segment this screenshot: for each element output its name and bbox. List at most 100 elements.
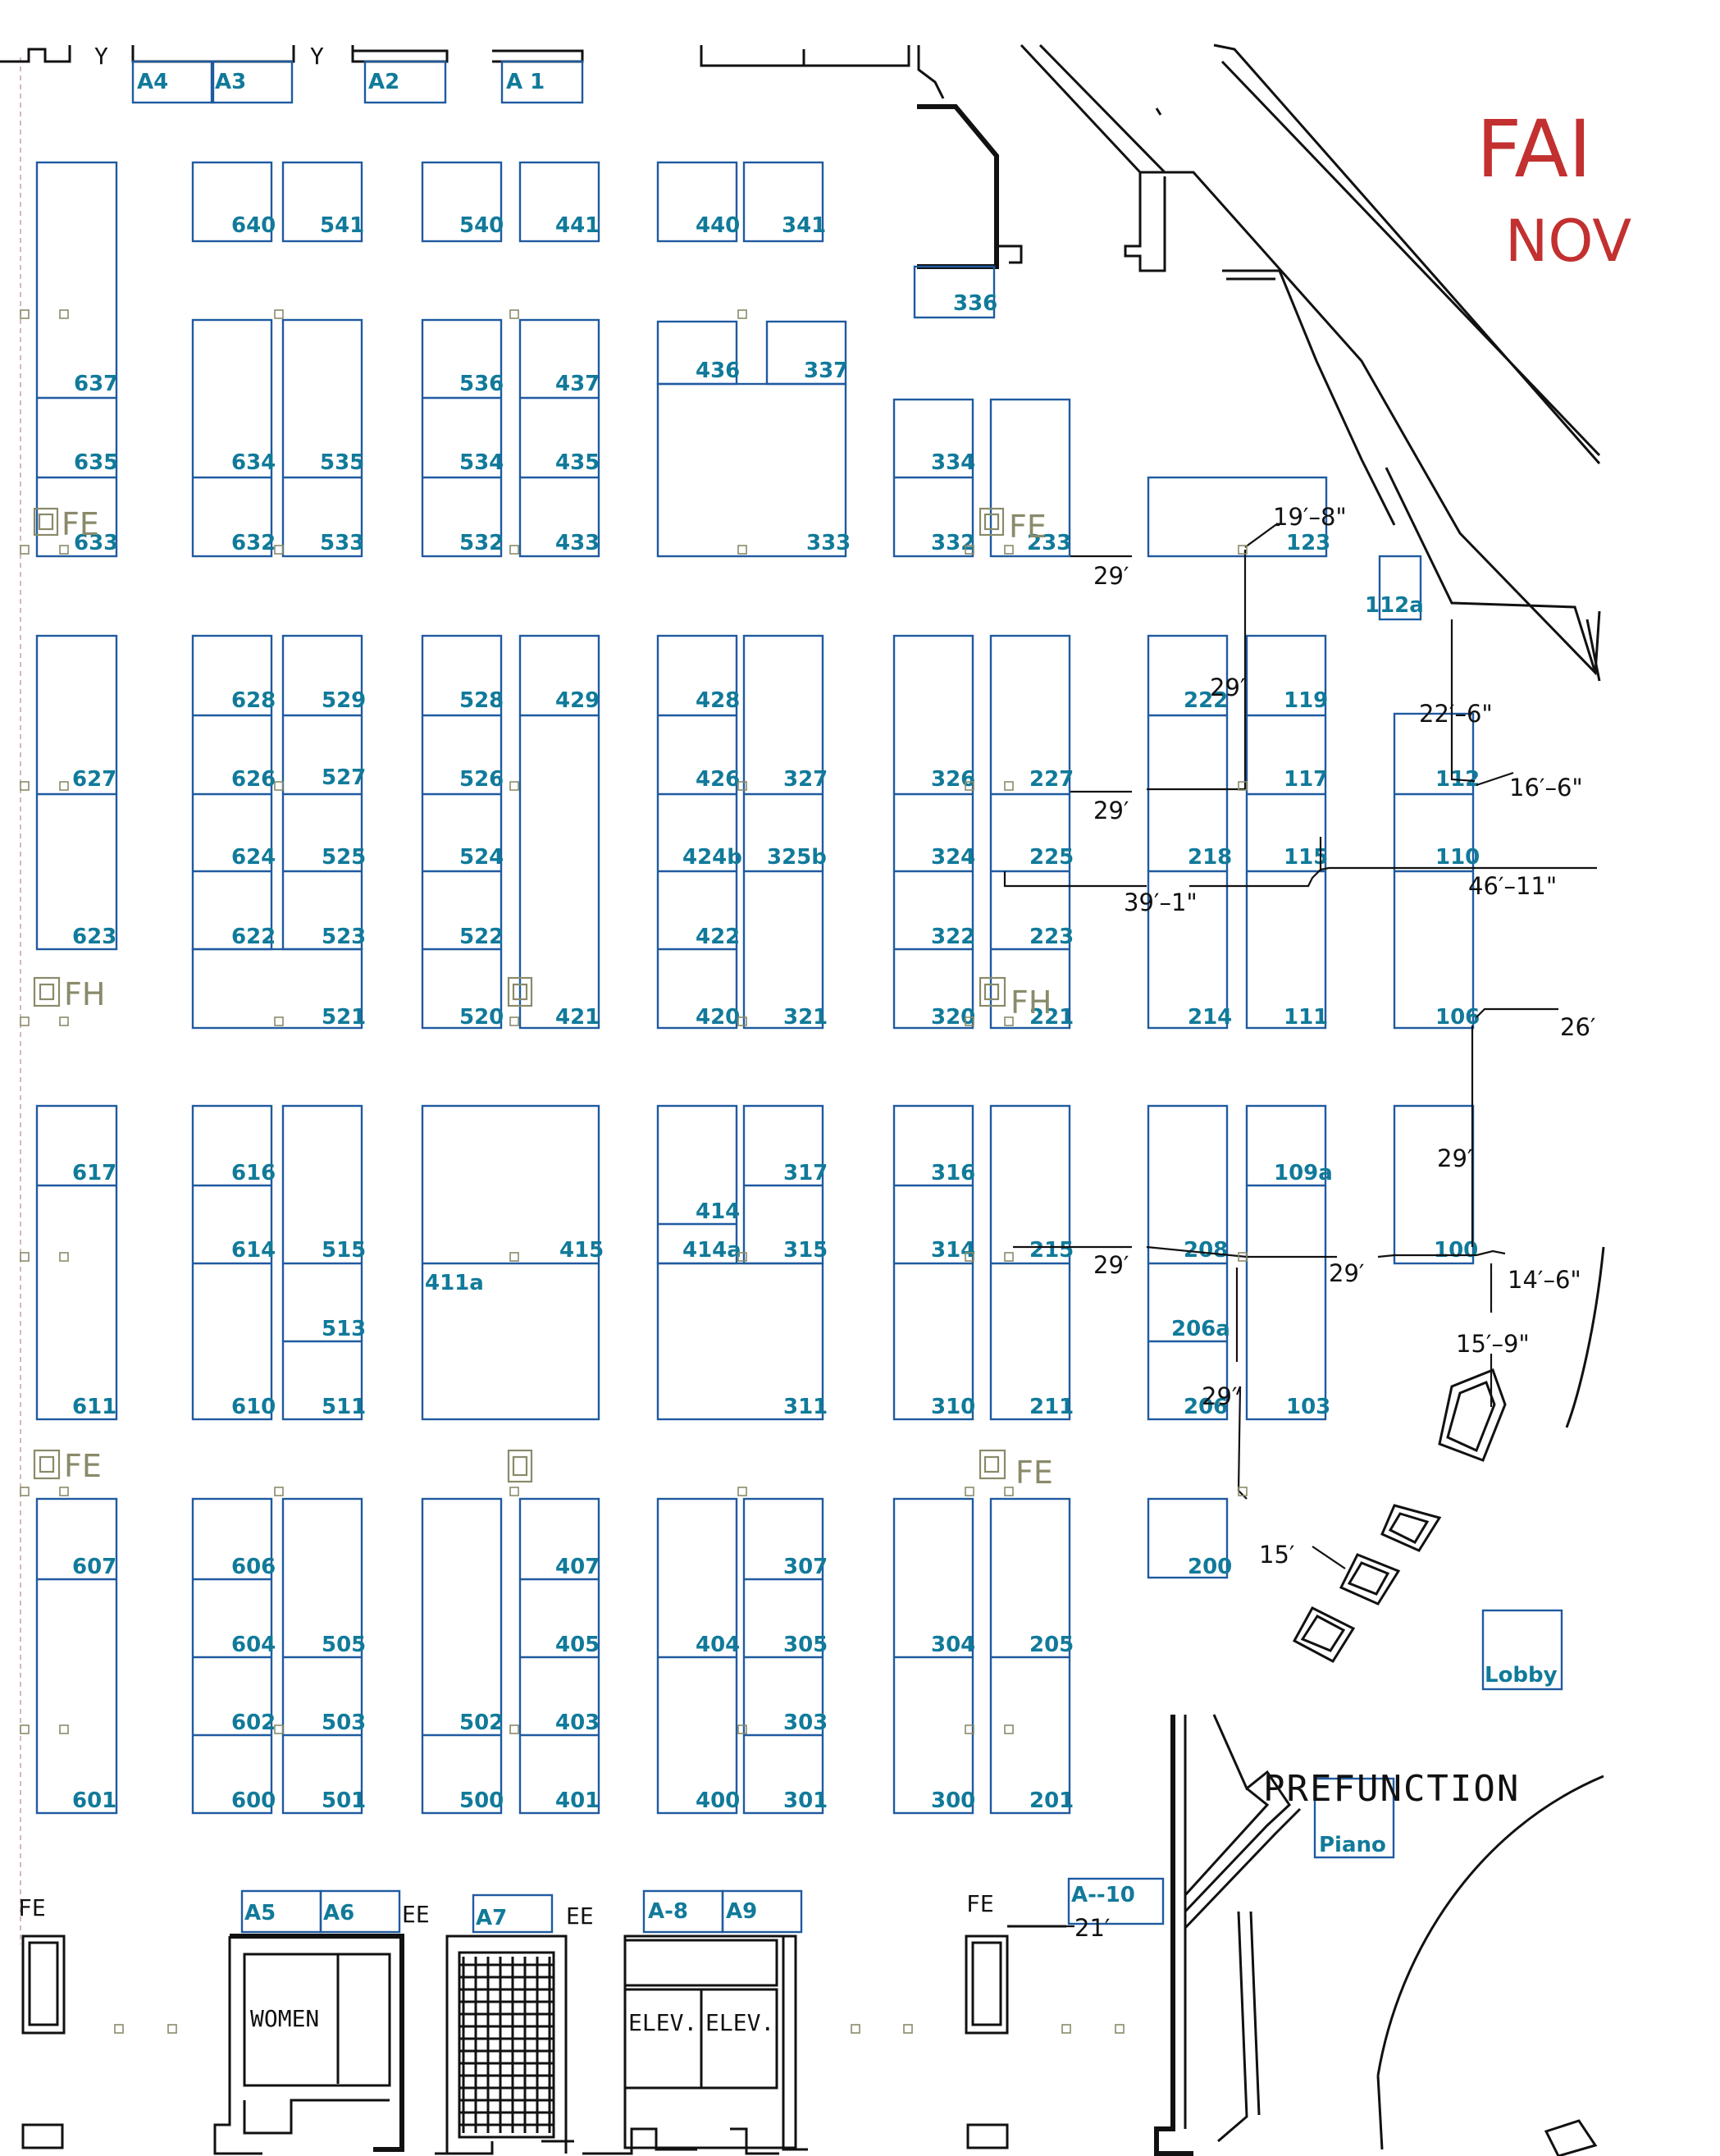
booth-429-block[interactable]: [518, 634, 600, 1030]
booth-341[interactable]: [742, 161, 824, 243]
column-marker: [1004, 781, 1014, 791]
booth-a9[interactable]: [721, 1889, 803, 1934]
svg-text:15′: 15′: [1259, 1541, 1295, 1569]
booth-label: 401: [555, 1788, 600, 1813]
booth-529-block[interactable]: [281, 634, 363, 951]
booth-lobby[interactable]: [1481, 1609, 1563, 1691]
booth-label: 435: [555, 450, 600, 475]
booth-205-block[interactable]: [989, 1497, 1071, 1815]
column-marker: [965, 1016, 974, 1026]
room-women-label: WOMEN: [250, 2005, 319, 2032]
booth-109a-block[interactable]: [1245, 1104, 1327, 1421]
booth-a6[interactable]: [319, 1889, 401, 1934]
booth-307-block[interactable]: [742, 1497, 824, 1815]
booth-119-block[interactable]: [1245, 634, 1327, 1030]
booth-a4[interactable]: [131, 60, 215, 104]
booth-a1[interactable]: [500, 60, 584, 104]
booth-536-block[interactable]: [421, 318, 503, 558]
booth-label: 119: [1284, 688, 1328, 713]
booth-label: 600: [231, 1788, 276, 1813]
booth-311[interactable]: [656, 1262, 824, 1421]
booth-535-block[interactable]: [281, 318, 363, 558]
booth-627-block[interactable]: [35, 634, 118, 951]
exterior-wall-diagonals: [1020, 43, 1601, 682]
booth-label: 227: [1029, 767, 1074, 792]
booth-637-column[interactable]: [35, 161, 118, 558]
booth-label: 103: [1286, 1395, 1330, 1419]
booth-227-block[interactable]: [989, 634, 1071, 1030]
booth-440[interactable]: [656, 161, 738, 243]
booth-label: 601: [72, 1788, 116, 1813]
booth-label: 115: [1284, 845, 1328, 870]
booth-a10[interactable]: [1067, 1877, 1165, 1925]
svg-text:46′–11": 46′–11": [1468, 872, 1557, 900]
booth-333[interactable]: [656, 382, 847, 558]
booth-528-block[interactable]: [421, 634, 503, 1030]
booth-437-block[interactable]: [518, 318, 600, 558]
booth-200[interactable]: [1147, 1497, 1229, 1579]
booth-505-block[interactable]: [281, 1497, 363, 1815]
booth-a3[interactable]: [210, 60, 294, 104]
dimension-labels: 19′–8" 29′ 29′ 22′–6" 16′–6" 29′ 39′–1" …: [1074, 503, 1596, 1942]
column-marker: [274, 1016, 284, 1026]
booth-label: 604: [231, 1633, 276, 1657]
booth-label: 522: [459, 925, 504, 949]
booth-407-block[interactable]: [518, 1497, 600, 1815]
booth-label: 428: [696, 688, 740, 713]
booth-label: 307: [783, 1555, 828, 1579]
booth-628-block[interactable]: [191, 634, 273, 951]
column-marker: [1004, 1252, 1014, 1262]
booth-label: 206a: [1171, 1317, 1230, 1341]
booth-606-block[interactable]: [191, 1497, 273, 1815]
booth-540[interactable]: [421, 161, 503, 243]
booth-441[interactable]: [518, 161, 600, 243]
booth-label: 529: [322, 688, 366, 713]
booth-piano[interactable]: [1313, 1777, 1395, 1859]
booth-label: A9: [726, 1899, 757, 1924]
column-marker: [509, 781, 519, 791]
booth-label: 100: [1434, 1238, 1478, 1263]
booth-607-block[interactable]: [35, 1497, 118, 1815]
booth-541[interactable]: [281, 161, 363, 243]
column-marker: [737, 781, 747, 791]
booth-label: 526: [459, 767, 504, 792]
booth-502-block[interactable]: [421, 1497, 503, 1815]
booth-640[interactable]: [191, 161, 273, 243]
booth-222-block[interactable]: [1147, 634, 1229, 1030]
column-marker: [965, 545, 974, 555]
booth-label: 411a: [425, 1271, 484, 1295]
booth-label: 407: [555, 1555, 600, 1579]
column-marker: [59, 545, 69, 555]
svg-text:39′–1": 39′–1": [1124, 888, 1198, 916]
booth-label: 640: [231, 213, 276, 238]
svg-text:FE: FE: [64, 1448, 102, 1484]
booth-label: 610: [231, 1395, 276, 1419]
booth-label: Piano: [1319, 1833, 1386, 1857]
booth-327-block[interactable]: [742, 634, 824, 1030]
booth-label: 421: [555, 1005, 600, 1030]
booth-a2[interactable]: [363, 60, 447, 104]
booth-404-block[interactable]: [656, 1497, 738, 1815]
booth-336[interactable]: [913, 265, 996, 319]
booth-634-block[interactable]: [191, 318, 273, 558]
booth-label: 500: [459, 1788, 504, 1813]
column-marker: [20, 1487, 30, 1496]
booth-label: A6: [323, 1901, 354, 1925]
booth-label: 534: [459, 450, 504, 475]
booth-label: 515: [322, 1238, 366, 1263]
booth-label: 321: [783, 1005, 828, 1030]
booth-112a[interactable]: [1378, 555, 1422, 621]
booth-a7[interactable]: [472, 1893, 554, 1934]
booth-304-block[interactable]: [892, 1497, 974, 1815]
booth-123[interactable]: [1147, 476, 1328, 558]
booth-233[interactable]: [989, 398, 1071, 558]
booth-326-block[interactable]: [892, 634, 974, 1030]
booth-428-block[interactable]: [656, 634, 738, 1030]
column-marker: [274, 1487, 284, 1496]
booth-617-block[interactable]: [35, 1104, 118, 1421]
column-marker: [1004, 1724, 1014, 1734]
booth-label: 501: [322, 1788, 366, 1813]
booth-label: 218: [1188, 845, 1232, 870]
booth-521[interactable]: [191, 948, 363, 1030]
